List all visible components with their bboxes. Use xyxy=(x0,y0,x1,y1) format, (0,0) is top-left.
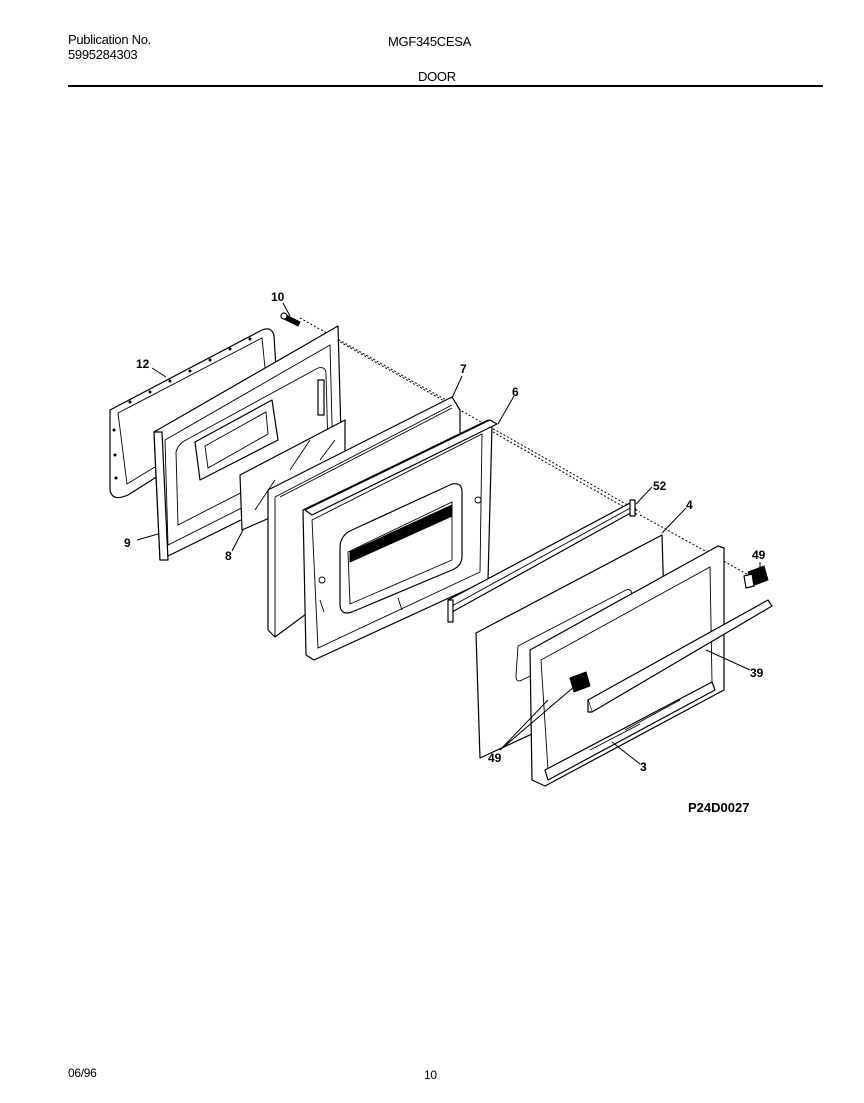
leader-52 xyxy=(635,486,653,505)
callout-49-bottom: 49 xyxy=(488,751,502,765)
callout-39: 39 xyxy=(750,666,764,680)
leader-8 xyxy=(231,529,244,552)
end-cap-part-49-bottom xyxy=(569,671,591,693)
leader-12 xyxy=(151,367,167,378)
leader-6 xyxy=(497,395,515,425)
leader-7 xyxy=(451,375,463,399)
callout-49-top: 49 xyxy=(752,548,766,562)
footer-date: 06/96 xyxy=(68,1066,97,1080)
callout-8: 8 xyxy=(225,549,232,563)
callout-4: 4 xyxy=(686,498,693,512)
outer-door-frame-part-3 xyxy=(529,545,725,787)
leader-4 xyxy=(661,507,687,534)
model-number: MGF345CESA xyxy=(388,34,471,49)
screw-part-10 xyxy=(280,312,301,327)
end-cap-part-49-top xyxy=(743,565,769,589)
callout-7: 7 xyxy=(460,362,467,376)
callout-3: 3 xyxy=(640,760,647,774)
callout-12: 12 xyxy=(136,357,150,371)
diagram-reference-code: P24D0027 xyxy=(688,800,749,815)
leader-39 xyxy=(705,649,751,671)
publication-number: 5995284303 xyxy=(68,47,138,62)
section-title: DOOR xyxy=(418,69,456,84)
callout-52: 52 xyxy=(653,479,667,493)
trim-bracket-part-52 xyxy=(447,499,637,623)
leader-3 xyxy=(611,741,641,765)
inner-door-panel-part-6 xyxy=(302,419,498,661)
leader-10 xyxy=(282,302,291,317)
publication-label: Publication No. xyxy=(68,32,151,47)
leader-9 xyxy=(136,533,159,541)
page-number: 10 xyxy=(424,1068,437,1082)
callout-6: 6 xyxy=(512,385,519,399)
handle-part-39 xyxy=(587,599,773,713)
header-rule xyxy=(68,85,823,87)
callout-9: 9 xyxy=(124,536,131,550)
leader-49-bottom xyxy=(499,685,576,751)
callout-10: 10 xyxy=(271,290,285,304)
